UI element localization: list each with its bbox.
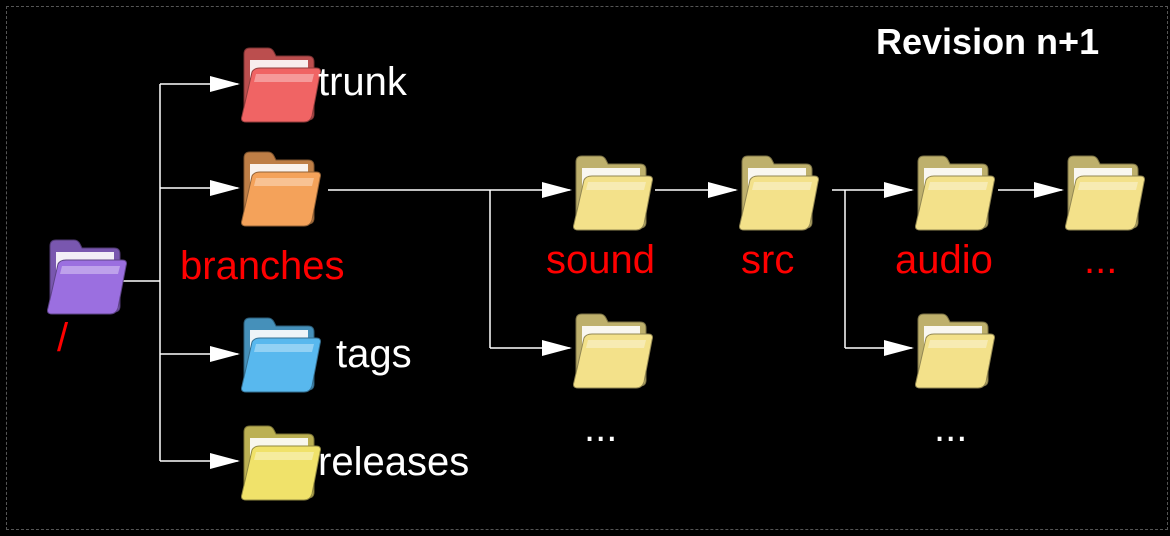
- src-more-folder-icon: [915, 313, 995, 389]
- tags-label: tags: [336, 332, 412, 376]
- deep-more-label: ...: [1084, 238, 1118, 282]
- tags-folder-icon: [241, 317, 321, 393]
- sound-folder-icon: [573, 155, 653, 231]
- sub-more-folder-icon: [573, 313, 653, 389]
- src-connectors: [832, 182, 914, 356]
- audio-folder-icon: [915, 155, 995, 231]
- branches-folder-icon: [241, 151, 321, 227]
- root-label: /: [57, 316, 69, 360]
- audio-more-label: ...: [934, 406, 968, 450]
- trunk-folder-icon: [241, 47, 321, 123]
- releases-label: releases: [318, 440, 470, 484]
- releases-folder-icon: [241, 425, 321, 501]
- sub-more-label: ...: [584, 406, 618, 450]
- src-label: src: [741, 238, 795, 282]
- branches-connectors: [328, 182, 572, 356]
- revision-title: Revision n+1: [876, 21, 1100, 62]
- audio-label: audio: [895, 238, 993, 282]
- deep-more-folder-icon: [1065, 155, 1145, 231]
- diagram-frame: [6, 6, 1168, 530]
- root-connectors: [122, 76, 240, 469]
- root-folder-icon: [47, 239, 127, 315]
- trunk-label: trunk: [318, 60, 407, 104]
- sound-label: sound: [546, 238, 655, 282]
- src-folder-icon: [739, 155, 819, 231]
- branches-label: branches: [180, 244, 345, 288]
